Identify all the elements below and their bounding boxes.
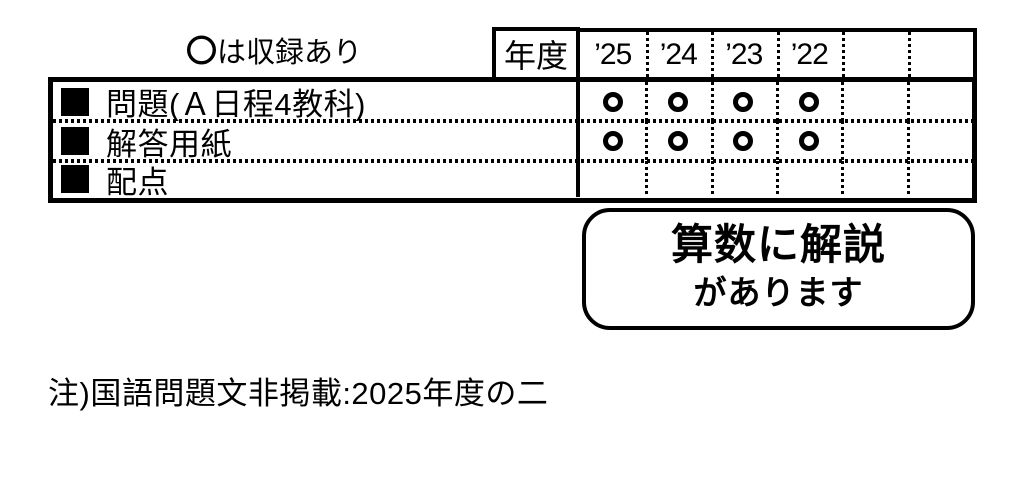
availability-cell [775, 161, 842, 197]
row-label-cell: 配点 [53, 161, 580, 197]
legend-text: は収録あり [217, 37, 363, 69]
availability-cell [580, 82, 645, 121]
availability-cell [580, 161, 645, 197]
circle-mark-icon [667, 131, 688, 151]
legend: 〇は収録あり [186, 34, 363, 70]
row-label: 解答用紙 [106, 126, 232, 162]
year-header-cell: ’22 [776, 32, 842, 77]
circle-mark-icon [602, 131, 623, 151]
circle-mark-icon [667, 91, 688, 112]
bullet-square-icon [61, 87, 89, 116]
availability-cell [710, 82, 776, 121]
callout-line-2: があります [693, 274, 864, 311]
legend-circle-mark: 〇 [186, 34, 217, 69]
callout-box: 算数に解説 があります [582, 208, 975, 330]
availability-table: 問題(Ａ日程4教科) 解答用紙配点 [48, 77, 977, 203]
circle-mark-icon [798, 131, 819, 151]
table-row: 問題(Ａ日程4教科) [53, 82, 972, 123]
table-row: 解答用紙 [53, 121, 972, 163]
table-row: 配点 [53, 161, 972, 197]
year-header-cell: ’24 [645, 32, 711, 77]
availability-cell [841, 161, 907, 197]
availability-cell [710, 121, 776, 161]
row-label-cell: 問題(Ａ日程4教科) [53, 82, 580, 121]
year-header-label-cell: 年度 [492, 27, 580, 81]
year-header-strip: ’25 ’24’23’22 [580, 28, 977, 77]
availability-cell [710, 161, 776, 197]
bullet-square-icon [61, 165, 89, 193]
availability-cell [841, 121, 907, 161]
bullet-square-icon [61, 127, 89, 155]
year-header-cell [907, 32, 973, 77]
availability-cell [906, 161, 972, 197]
availability-cell [580, 121, 645, 161]
year-header-cell: ’23 [711, 32, 777, 77]
circle-mark-icon [733, 91, 754, 112]
availability-cell [645, 121, 711, 161]
availability-cell [645, 161, 711, 197]
row-label: 配点 [106, 164, 169, 198]
availability-cell [775, 82, 842, 121]
footnote: 注)国語問題文非掲載:2025年度の二 [48, 376, 549, 411]
availability-cell [775, 121, 842, 161]
year-header-cell: ’25 [594, 37, 632, 71]
circle-mark-icon [602, 91, 623, 112]
availability-cell [841, 82, 907, 121]
callout-line-1: 算数に解説 [670, 221, 886, 268]
circle-mark-icon [733, 131, 754, 151]
availability-cell [906, 82, 972, 121]
circle-mark-icon [798, 91, 819, 112]
row-label: 問題(Ａ日程4教科) [106, 87, 366, 121]
year-header-label: 年度 [503, 38, 568, 74]
availability-cell [645, 82, 711, 121]
row-label-cell: 解答用紙 [53, 121, 580, 161]
year-header-cell [842, 32, 908, 77]
availability-cell [906, 121, 972, 161]
